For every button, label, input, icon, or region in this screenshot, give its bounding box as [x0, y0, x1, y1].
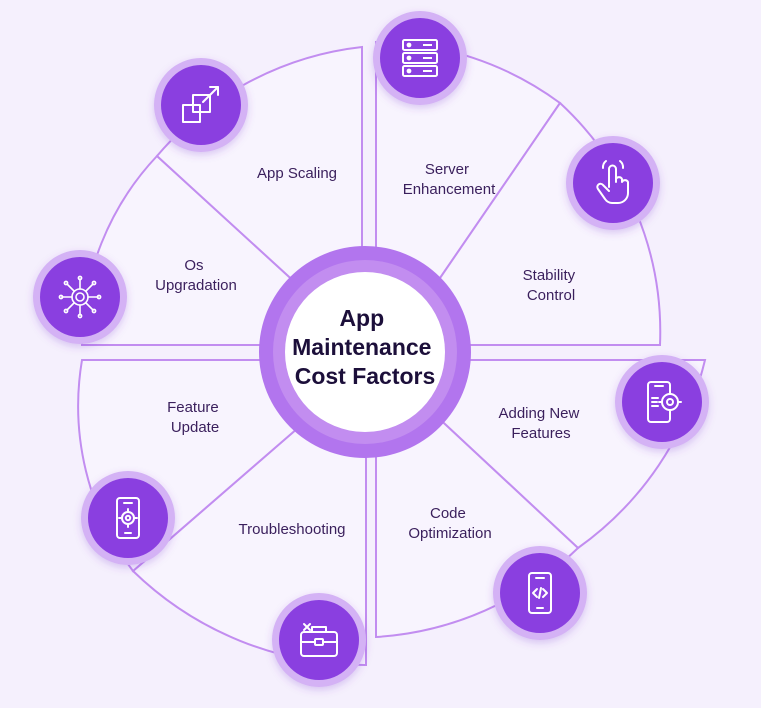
resize-icon	[182, 86, 219, 123]
label-app-scaling: App Scaling	[257, 165, 337, 182]
phone-code-icon	[528, 572, 552, 614]
label-feature-update: Feature Update	[167, 399, 223, 436]
server-icon	[402, 39, 438, 77]
segment-labels: Server Enhancement Stability Control Add…	[155, 161, 583, 542]
label-server-enhancement: Server Enhancement	[403, 161, 496, 198]
badge-code-optimization	[493, 546, 587, 640]
label-stability-control: Stability Control	[523, 267, 580, 304]
center-hub: App Maintenance Cost Factors	[259, 246, 471, 458]
center-disc	[285, 272, 445, 432]
badge-adding-new-features	[615, 355, 709, 449]
phone-settings-icon	[647, 381, 682, 423]
label-os-upgradation: Os Upgradation	[155, 257, 237, 294]
badge-os-upgradation	[33, 250, 127, 344]
center-title-line-1: App	[339, 305, 384, 331]
hand-pointer-icon	[596, 160, 629, 204]
toolbox-icon	[300, 623, 338, 657]
center-title-line-3: Cost Factors	[295, 363, 436, 389]
chip-icon	[58, 275, 102, 319]
label-code-optimization: Code Optimization	[408, 505, 491, 542]
phone-gear-icon	[116, 497, 140, 539]
badge-server-enhancement	[373, 11, 467, 105]
badge-stability-control	[566, 136, 660, 230]
center-title-line-2: Maintenance	[292, 334, 431, 360]
center-title: App Maintenance Cost Factors	[292, 305, 438, 389]
label-troubleshooting: Troubleshooting	[238, 521, 345, 538]
label-adding-new-features: Adding New Features	[498, 405, 583, 442]
icon-badges	[33, 11, 709, 687]
badge-feature-update	[81, 471, 175, 565]
badge-troubleshooting	[272, 593, 366, 687]
badge-app-scaling	[154, 58, 248, 152]
